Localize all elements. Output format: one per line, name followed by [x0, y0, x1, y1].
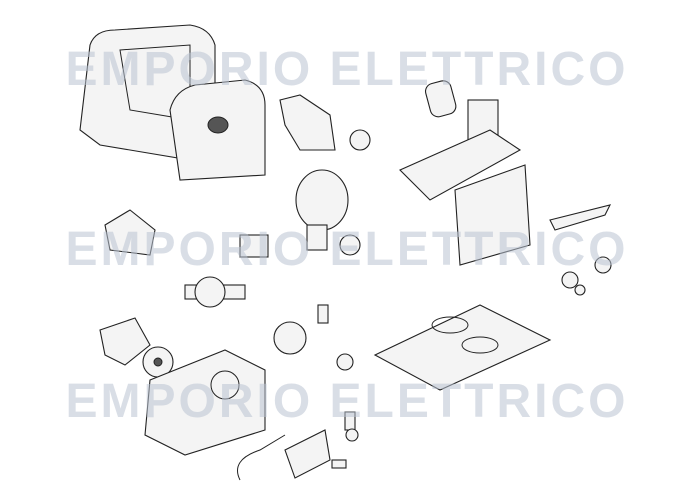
- base-plate: [373, 304, 552, 391]
- housing-cover-front: [169, 79, 266, 181]
- drive-gear-shaft: [184, 276, 246, 308]
- lock-cover: [284, 429, 331, 479]
- limit-switch: [317, 304, 329, 324]
- mounting-plate: [454, 164, 612, 266]
- pinion-cover: [99, 317, 151, 366]
- motor: [295, 169, 361, 256]
- knob: [349, 129, 371, 151]
- bracket: [279, 94, 336, 151]
- fixing-screws: [561, 256, 612, 296]
- key-lock: [331, 411, 359, 469]
- cam: [336, 353, 354, 371]
- control-board: [399, 129, 522, 201]
- gearbox-housing: [144, 349, 266, 456]
- switch-block: [239, 234, 269, 258]
- release-lever: [104, 209, 156, 256]
- intermediate-gear: [273, 321, 307, 355]
- capacitor: [424, 80, 457, 118]
- cable: [237, 434, 286, 481]
- pinion: [142, 346, 174, 378]
